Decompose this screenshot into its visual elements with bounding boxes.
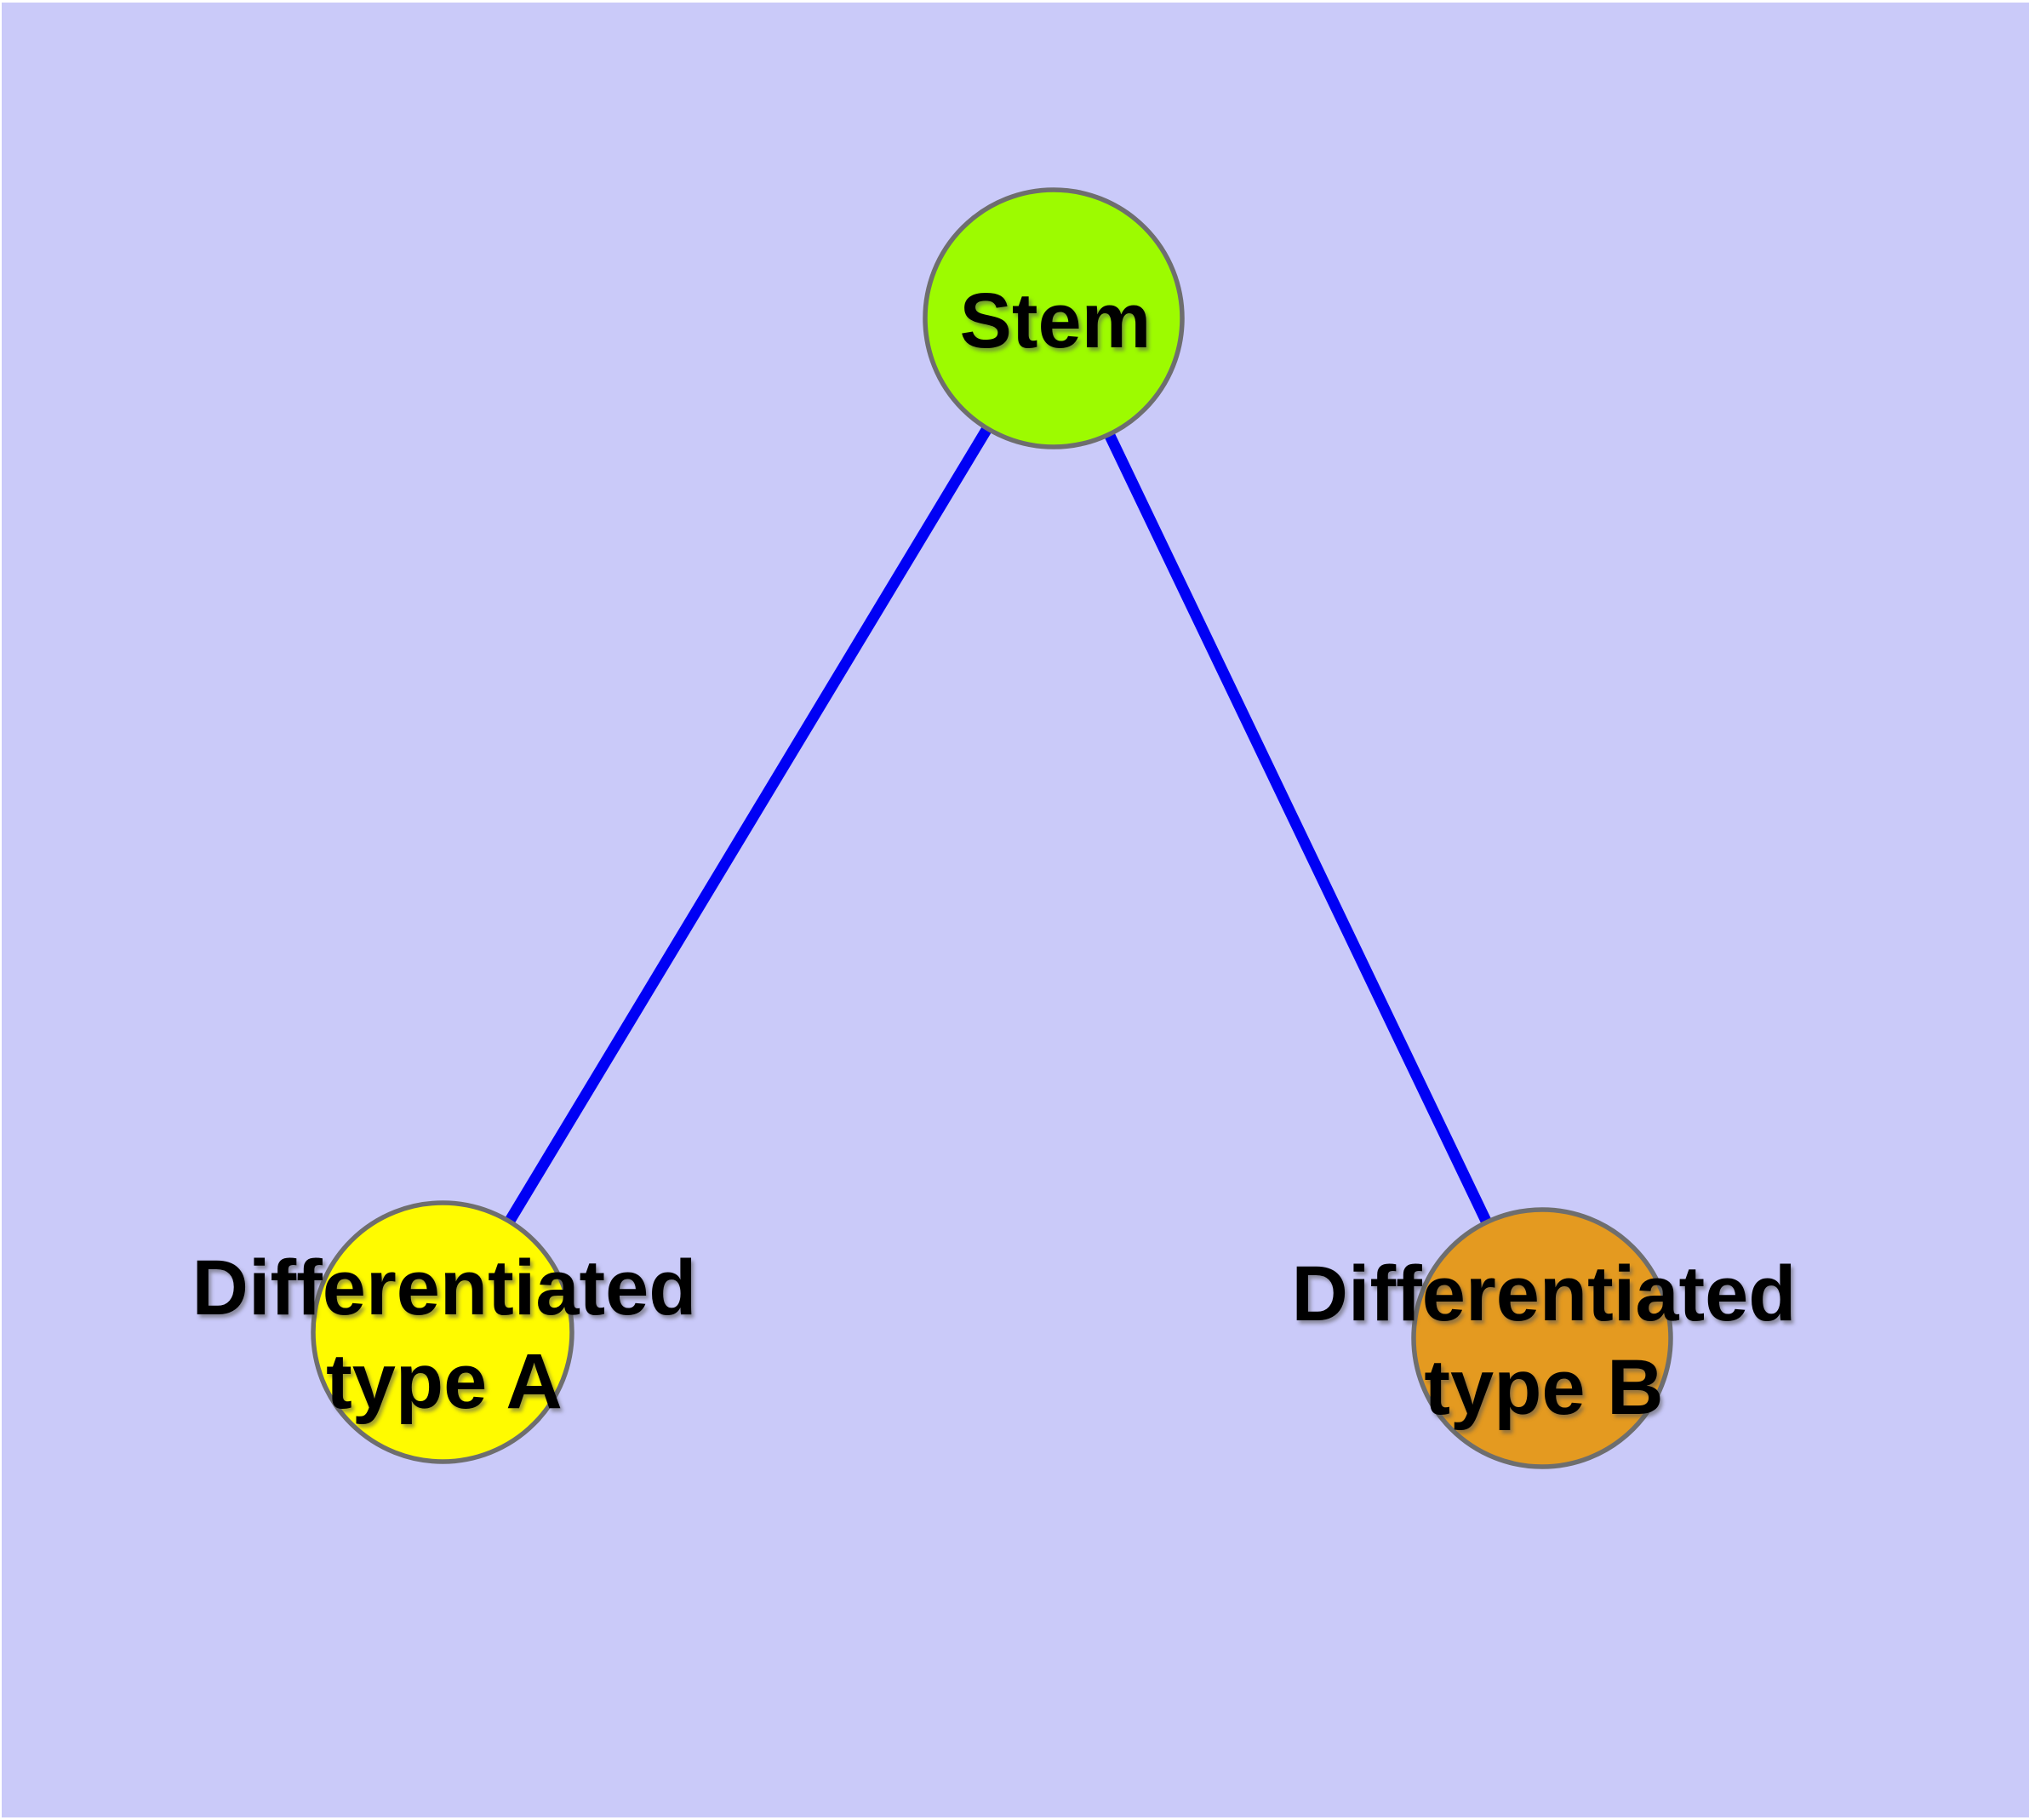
node-differentiated-type-a-label: Differentiated type A	[192, 1241, 697, 1428]
node-label-line: type B	[1424, 1344, 1664, 1431]
node-label-line: Differentiated	[191, 1245, 697, 1331]
diagram-canvas: Stem Differentiated type A Differentiate…	[2, 3, 2029, 1817]
node-differentiated-type-b-label: Differentiated type B	[1292, 1247, 1797, 1434]
edge-stem-to-type-a	[437, 315, 1059, 1336]
node-stem-label: Stem	[960, 274, 1152, 368]
node-differentiated-type-b-circle	[1411, 1207, 1673, 1469]
node-label-line: Stem	[959, 278, 1152, 364]
node-stem-circle	[923, 187, 1185, 449]
node-differentiated-type-a-circle	[311, 1200, 574, 1464]
node-label-line: type A	[326, 1338, 563, 1425]
edge-stem-to-type-b	[1049, 316, 1547, 1341]
node-label-line: Differentiated	[1291, 1251, 1797, 1337]
